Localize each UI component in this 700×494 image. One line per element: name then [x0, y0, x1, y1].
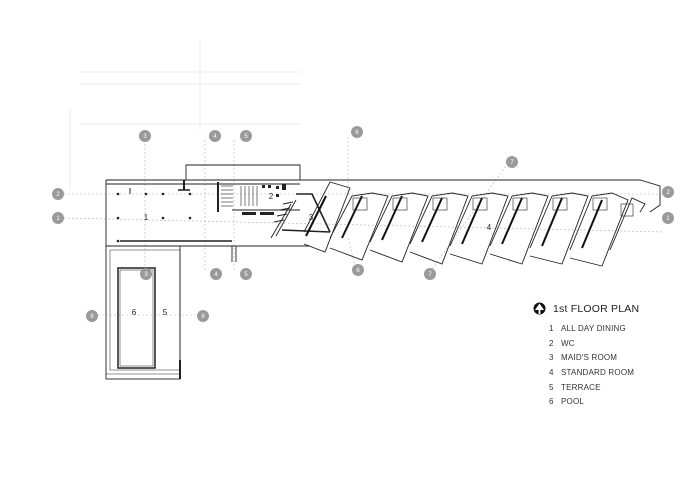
svg-text:6: 6	[356, 268, 360, 274]
svg-text:2: 2	[56, 192, 60, 198]
svg-text:7: 7	[510, 160, 514, 166]
grid-bubble-right-8: 8	[197, 310, 209, 322]
building-outline	[105, 164, 661, 262]
svg-text:3: 3	[144, 272, 148, 278]
room-label-terrace: 5	[163, 308, 168, 317]
grid-bubble-bottom-3: 3	[140, 268, 152, 280]
grid-bubble-right-1: 1	[662, 212, 674, 224]
svg-text:1: 1	[666, 216, 670, 222]
background-lines	[69, 40, 300, 190]
grid-bubble-top-7: 7	[506, 156, 518, 168]
grid-bubble-left-1: 1	[52, 212, 64, 224]
pool-terrace	[105, 245, 181, 380]
svg-text:3: 3	[143, 134, 147, 140]
unit-walls	[305, 195, 603, 249]
grid-bubble-right-2: 2	[662, 186, 674, 198]
grid-bubble-top-5: 5	[240, 130, 252, 142]
room-label-pool: 6	[132, 308, 137, 317]
svg-text:8: 8	[201, 314, 205, 320]
dining-columns	[116, 192, 192, 243]
grid-bubble-left-8: 8	[86, 310, 98, 322]
legend-title-row: 1st FLOOR PLAN	[533, 302, 639, 315]
svg-text:5: 5	[244, 134, 248, 140]
svg-text:2: 2	[666, 190, 670, 196]
bathroom-pods	[352, 197, 634, 217]
svg-text:4: 4	[213, 134, 217, 140]
plan-title: 1st FLOOR PLAN	[553, 302, 640, 315]
grid-bubble-bottom-5: 5	[240, 268, 252, 280]
room-label-dining: 1	[144, 213, 149, 222]
grid-bubble-top-6: 6	[351, 126, 363, 138]
grid-bubble-bottom-4: 4	[210, 268, 222, 280]
room-label-standard: 4	[487, 223, 492, 232]
svg-text:4: 4	[214, 272, 218, 278]
svg-text:8: 8	[90, 314, 94, 320]
svg-text:5: 5	[244, 272, 248, 278]
svg-text:6: 6	[355, 130, 359, 136]
north-arrow-icon	[533, 302, 546, 315]
standard-rooms	[303, 181, 646, 267]
grid-bubble-bottom-6: 6	[352, 264, 364, 276]
svg-text:1: 1	[56, 216, 60, 222]
maids-room	[270, 193, 331, 239]
wc-fixtures	[242, 184, 286, 215]
grid-bubble-top-3: 3	[139, 130, 151, 142]
grid-bubble-left-2: 2	[52, 188, 64, 200]
grid-lines	[63, 137, 665, 316]
svg-text:7: 7	[428, 272, 432, 278]
room-label-maids: 3	[309, 213, 314, 222]
room-label-wc: 2	[269, 192, 274, 201]
grid-bubble-bottom-7: 7	[424, 268, 436, 280]
stair	[221, 185, 258, 207]
grid-bubble-top-4: 4	[209, 130, 221, 142]
